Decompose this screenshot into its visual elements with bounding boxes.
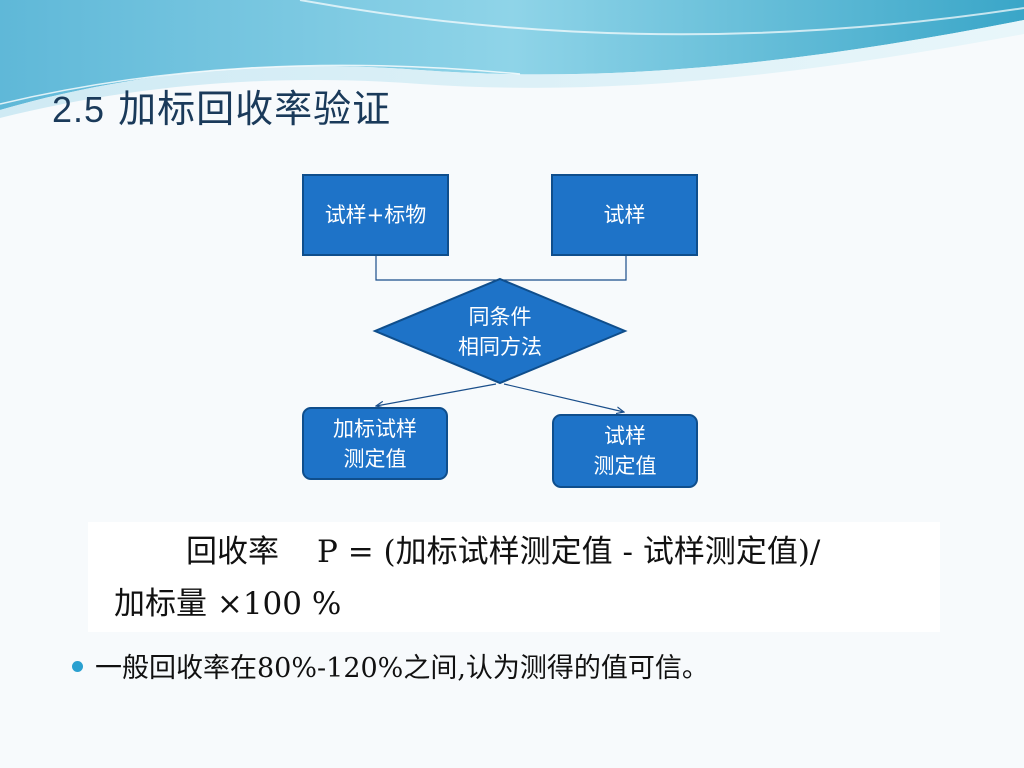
formula-expression: P = (加标试样测定值 - 试样测定值)/ [317,534,821,570]
result-sample: 试样 测定值 [552,414,698,488]
formula-label: 回收率 [186,534,279,570]
formula-line1: 回收率 P = (加标试样测定值 - 试样测定值)/ [186,526,820,571]
title-number: 2.5 [52,89,106,130]
recovery-formula: 回收率 P = (加标试样测定值 - 试样测定值)/ 加标量 ×100 % [88,522,940,632]
result-sample-line1: 试样 [604,424,646,448]
box-spiked-sample-label: 试样+标物 [324,203,427,227]
box-sample: 试样 [551,174,698,256]
flow-connectors [372,256,628,520]
arrow-to-spiked [376,383,497,406]
box-spiked-sample: 试样+标物 [302,174,449,256]
decision-line1: 同条件 [468,305,532,329]
result-sample-line2: 测定值 [593,454,657,478]
result-spiked-line2: 测定值 [343,446,407,471]
header-wave-decoration [0,0,1024,118]
box-sample-label: 试样 [603,203,646,227]
arrow-to-sample [503,383,624,412]
decision-line2: 相同方法 [458,335,542,359]
title-text: 加标回收率验证 [118,87,392,131]
slide-title: 2.5 加标回收率验证 [52,78,391,133]
bullet-item: 一般回收率在80%-120%之间,认为测得的值可信。 [72,646,709,685]
connector-merge [375,256,627,281]
decision-label: 同条件 相同方法 [420,300,580,364]
formula-line2: 加标量 ×100 % [114,586,342,622]
bullet-text: 一般回收率在80%-120%之间,认为测得的值可信。 [95,653,709,684]
result-spiked: 加标试样 测定值 [302,407,448,480]
decision-diamond [372,277,628,385]
result-spiked-line1: 加标试样 [333,416,417,441]
bullet-icon [72,661,83,672]
